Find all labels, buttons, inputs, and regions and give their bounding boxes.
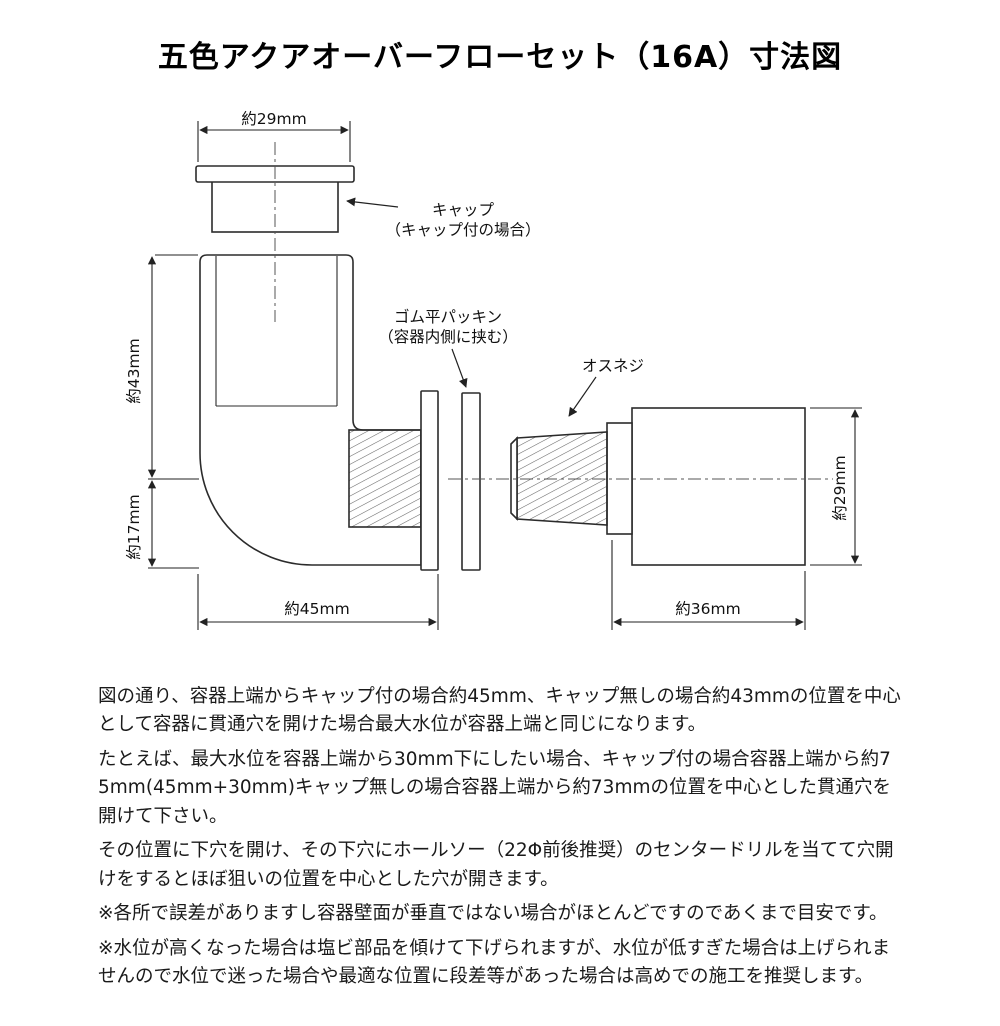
note-paragraph-2: たとえば、最大水位を容器上端から30mm下にしたい場合、キャップ付の場合容器上端… <box>98 748 892 827</box>
dim-top-label: 約29mm <box>241 110 306 128</box>
page-title: 五色アクアオーバーフローセット（16A）寸法図 <box>157 40 843 75</box>
packing-label-line2: （容器内側に挟む） <box>378 328 518 346</box>
dim-bottom-right-label: 約36mm <box>675 600 740 618</box>
note-paragraph-3: その位置に下穴を開け、その下穴にホールソー（22Φ前後推奨）のセンタードリルを当… <box>98 840 894 890</box>
dim-left-lower-label: 約17mm <box>125 494 143 559</box>
page: 五色アクアオーバーフローセット（16A）寸法図 <box>0 26 1000 1026</box>
elbow-thread-shape <box>348 429 422 528</box>
center-lines <box>274 142 833 480</box>
dim-right-label: 約29mm <box>831 455 849 520</box>
note-paragraph-4: ※各所で誤差がありますし容器壁面が垂直ではない場合がほとんどですのであくまで目安… <box>98 903 888 925</box>
cap-label-line2: （キャップ付の場合） <box>385 221 540 239</box>
male-thread-label: オスネジ <box>582 357 644 375</box>
packing-label-line1: ゴム平パッキン <box>394 307 502 326</box>
dimension-diagram: 約29mm 約43mm 約17mm 約45mm 約36mm 約29mm キャップ… <box>125 110 862 630</box>
cap-label-line1: キャップ <box>432 201 495 219</box>
socket-shape <box>510 407 806 566</box>
gasket-shape <box>461 392 481 571</box>
leader-lines <box>346 197 597 417</box>
diagram-texts: 約29mm 約43mm 約17mm 約45mm 約36mm 約29mm キャップ… <box>125 110 849 618</box>
notes-section: 図の通り、容器上端からキャップ付の場合約45mm、キャップ無しの場合約43mmの… <box>0 683 1000 992</box>
note-paragraph-5: ※水位が高くなった場合は塩ビ部品を傾けて下げられますが、水位が低すぎた場合は上げ… <box>98 937 891 988</box>
elbow-inner-bore-lines <box>215 256 338 407</box>
dimension-lines <box>147 121 862 630</box>
dim-left-upper-label: 約43mm <box>125 338 143 403</box>
dim-bottom-left-label: 約45mm <box>284 600 349 618</box>
note-paragraph-1: 図の通り、容器上端からキャップ付の場合約45mm、キャップ無しの場合約43mmの… <box>98 686 901 736</box>
elbow-flange-shape <box>420 390 439 571</box>
